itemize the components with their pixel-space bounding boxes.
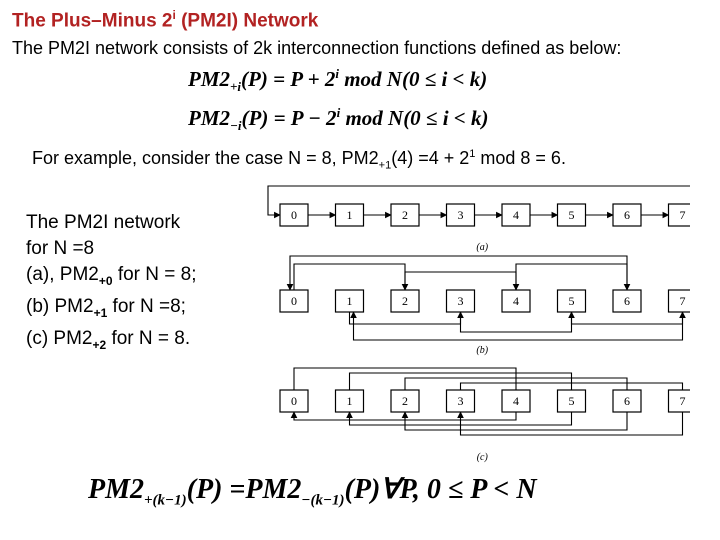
node-label-a-5: 5: [569, 208, 575, 222]
example-part-a: For example, consider the case N = 8, PM…: [32, 148, 379, 168]
formula-plus: PM2+i(P) = P + 2i mod N(0 ≤ i < k): [188, 66, 487, 95]
node-label-b-4: 4: [513, 294, 519, 308]
formula-minus-lhs: PM2: [188, 106, 230, 130]
bottom-formula-c: (P)∀P, 0 ≤ P < N: [344, 474, 537, 505]
node-label-a-6: 6: [624, 208, 630, 222]
title-sup: i: [172, 8, 176, 22]
edge-b-1-3: [348, 311, 464, 325]
edge-a-7-0: [267, 185, 690, 219]
caption-b: (b): [476, 345, 488, 356]
desc-line-5: (c) PM2+2 for N = 8.: [26, 326, 197, 358]
pm2i-network-diagram: 0 1 2 3 4 5 6 7 (a) 0 1 2 3 4 5 6 7 (b) 0 1 2 3 4 5 6 7 (c): [267, 185, 690, 463]
example-part-b: (4) =4 + 2: [391, 148, 470, 168]
desc-line-3a: (a), PM2: [26, 264, 99, 285]
slide-title: The Plus–Minus 2i (PM2I) Network: [12, 8, 318, 32]
edge-b-3-5: [459, 311, 575, 333]
caption-a: (a): [476, 242, 488, 253]
bottom-formula-b: (P) =PM2: [186, 474, 302, 505]
node-label-c-0: 0: [291, 394, 297, 408]
node-label-a-1: 1: [347, 208, 353, 222]
desc-line-2: for N =8: [26, 238, 95, 259]
bottom-formula: PM2+(k−1)(P) =PM2−(k−1)(P)∀P, 0 ≤ P < N: [88, 472, 537, 510]
formula-minus-sub: −i: [230, 118, 242, 134]
node-label-c-5: 5: [569, 394, 575, 408]
edge-c-6-2: [401, 411, 628, 431]
desc-line-5-sub: +2: [92, 337, 107, 352]
node-label-a-2: 2: [402, 208, 408, 222]
formula-plus-tail: mod N(0 ≤ i < k): [338, 67, 488, 91]
desc-line-5b: for N = 8.: [106, 327, 191, 349]
node-label-b-2: 2: [402, 294, 408, 308]
node-label-c-4: 4: [513, 394, 519, 408]
desc-line-4b: for N =8;: [107, 295, 186, 317]
node-label-b-7: 7: [680, 294, 686, 308]
example-text: For example, consider the case N = 8, PM…: [32, 148, 566, 172]
node-label-c-2: 2: [402, 394, 408, 408]
desc-line-4a: (b) PM2: [26, 295, 94, 317]
node-label-b-1: 1: [347, 294, 353, 308]
bottom-formula-sub1: +(k−1): [144, 492, 187, 509]
edge-c-3-7: [459, 382, 684, 390]
desc-line-3-sub: +0: [98, 273, 113, 288]
formula-plus-mid: (P) = P + 2: [241, 67, 336, 91]
description-block: The PM2I network for N =8 (a), PM2+0 for…: [26, 210, 197, 357]
node-label-c-1: 1: [347, 394, 353, 408]
desc-line-5a: (c) PM2: [26, 327, 93, 349]
node-label-a-0: 0: [291, 208, 297, 222]
formula-plus-sup: i: [335, 66, 339, 81]
edge-b-2-4: [404, 271, 520, 291]
formula-minus: PM2−i(P) = P − 2i mod N(0 ≤ i < k): [188, 105, 489, 134]
formula-plus-lhs: PM2: [188, 67, 230, 91]
node-label-c-3: 3: [458, 394, 464, 408]
diagram-b: 0 1 2 3 4 5 6 7 (b): [279, 255, 690, 356]
edge-c-7-3: [457, 411, 684, 436]
node-label-a-7: 7: [680, 208, 686, 222]
formula-minus-mid: (P) = P − 2: [241, 106, 337, 130]
formula-minus-tail: mod N(0 ≤ i < k): [340, 106, 489, 130]
edge-c-2-6: [404, 377, 628, 390]
formula-minus-sup: i: [336, 105, 341, 120]
bottom-formula-a: PM2: [88, 474, 144, 505]
node-label-b-5: 5: [569, 294, 575, 308]
node-label-a-4: 4: [513, 208, 519, 222]
intro-text: The PM2I network consists of 2k intercon…: [12, 38, 622, 58]
title-rest: (PM2I) Network: [175, 10, 319, 32]
caption-c: (c): [477, 452, 489, 463]
example-part-c: mod 8 = 6.: [475, 148, 566, 168]
edge-b-0-2: [293, 263, 409, 291]
edge-c-1-5: [348, 372, 573, 390]
formula-plus-sub: +i: [230, 79, 242, 95]
diagram-a: 0 1 2 3 4 5 6 7 (a): [267, 185, 690, 253]
node-label-b-0: 0: [291, 294, 297, 308]
desc-line-4-sub: +1: [93, 305, 108, 320]
desc-line-4: (b) PM2+1 for N =8;: [26, 294, 197, 326]
node-label-b-3: 3: [458, 294, 464, 308]
edge-b-7-1: [350, 311, 684, 341]
diagram-c: 0 1 2 3 4 5 6 7 (c): [279, 367, 690, 463]
node-label-c-6: 6: [624, 394, 630, 408]
edge-c-0-4: [293, 367, 517, 390]
edge-b-6-0: [286, 255, 628, 291]
example-sup: 1: [469, 148, 476, 160]
node-label-c-7: 7: [680, 394, 686, 408]
example-sub: +1: [378, 159, 392, 172]
title-main: The Plus–Minus 2: [12, 10, 173, 32]
edge-b-4-6: [515, 263, 631, 291]
desc-line-3b: for N = 8;: [112, 264, 197, 285]
node-label-b-6: 6: [624, 294, 630, 308]
edge-b-5-7: [570, 311, 686, 325]
bottom-formula-sub2: −(k−1): [301, 492, 345, 509]
desc-line-3: (a), PM2+0 for N = 8;: [26, 262, 197, 294]
desc-line-1: The PM2I network: [26, 212, 181, 233]
node-label-a-3: 3: [458, 208, 464, 222]
